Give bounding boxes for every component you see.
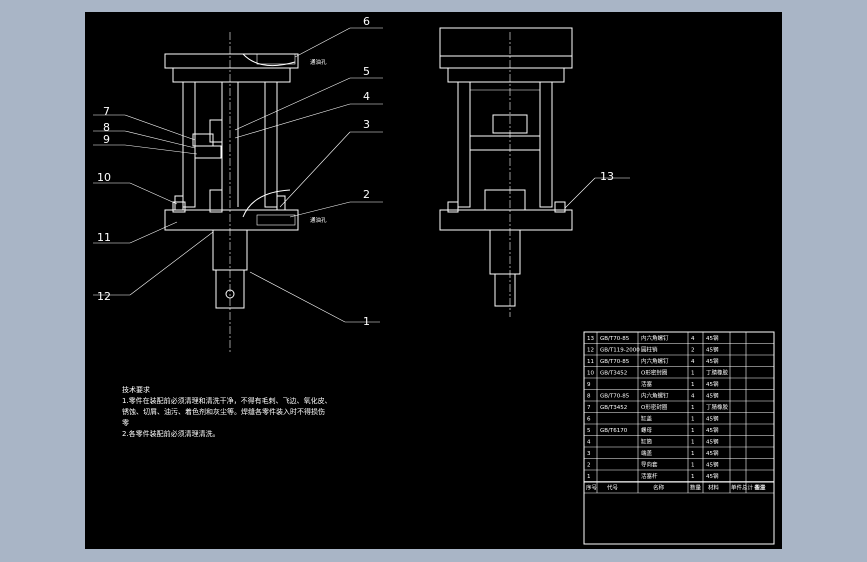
bom-cell-qty: 4: [691, 336, 695, 342]
bom-cell-material: 45钢: [706, 357, 719, 365]
bom-header-remark: 备注: [754, 484, 766, 492]
tech-req-line-1: 1.零件在装配前必须清理和清洗干净，不得有毛刺、飞边、氧化皮、: [122, 396, 332, 405]
oil-port-lower-label: 通油孔: [310, 216, 327, 224]
balloon-13: 13: [600, 170, 614, 183]
bom-header-no: 序号: [586, 484, 598, 492]
bom-cell-qty: 1: [691, 440, 695, 446]
tech-req-title: 技术要求: [122, 385, 150, 394]
bom-cell-material: 丁腈橡胶: [706, 369, 729, 377]
bom-cell-qty: 1: [691, 417, 695, 423]
bom-header-code: 代号: [607, 484, 619, 492]
bom-cell-name: 内六角螺钉: [641, 392, 669, 400]
bom-cell-material: 45钢: [706, 346, 719, 354]
bom-cell-qty: 1: [691, 382, 695, 388]
side-view: 13: [439, 27, 630, 317]
bom-cell-qty: 1: [691, 428, 695, 434]
balloon-8: 8: [103, 121, 110, 134]
balloon-7: 7: [103, 105, 110, 118]
bom-cell-name: 导向套: [641, 461, 658, 469]
bom-cell-no: 11: [587, 359, 594, 365]
bom-cell-material: 45钢: [706, 449, 719, 457]
bom-cell-qty: 1: [691, 474, 695, 480]
tech-req-line-4: 2.各零件装配前必须清理清洗。: [122, 429, 220, 438]
bom-cell-name: 内六角螺钉: [641, 334, 669, 342]
bom-cell-material: 45钢: [706, 438, 719, 446]
bom-cell-code: GB/T119-2000: [600, 348, 640, 354]
bom-header-weight: 单件总计 重量: [731, 484, 766, 492]
balloon-2: 2: [363, 188, 370, 201]
bom-cell-code: GB/T3452: [600, 405, 627, 411]
drawing-sheet: 通油孔 通油孔 6 5 4 3 2 1 7 8 9 10 11 12: [85, 12, 782, 549]
bom-cell-qty: 2: [691, 348, 695, 354]
bom-cell-name: 内六角螺钉: [641, 357, 669, 365]
balloon-1: 1: [363, 315, 370, 328]
bom-header-name: 名称: [653, 484, 665, 492]
bom-cell-name: 活塞杆: [641, 472, 658, 480]
bom-cell-material: 45钢: [706, 461, 719, 469]
bom-cell-no: 10: [587, 371, 594, 377]
bom-cell-name: 圆柱销: [641, 346, 658, 354]
bom-cell-no: 13: [587, 336, 594, 342]
bom-cell-qty: 4: [691, 394, 695, 400]
balloon-leaders-left: 6 5 4 3 2 1 7 8 9 10 11 12: [93, 15, 383, 328]
bom-cell-qty: 1: [691, 371, 695, 377]
bom-cell-code: GB/T70-85: [600, 336, 630, 342]
tech-req-line-2: 锈蚀、切屑、油污、着色剂和灰尘等。焊缝各零件装入时不得损伤: [122, 407, 325, 416]
assembly-drawing: 通油孔 通油孔 6 5 4 3 2 1 7 8 9 10 11 12: [93, 15, 775, 545]
bom-cell-material: 45钢: [706, 392, 719, 400]
bom-cell-name: 缸盖: [641, 415, 653, 423]
bom-cell-material: 45钢: [706, 472, 719, 480]
balloon-6: 6: [363, 15, 370, 28]
bom-cell-no: 3: [587, 451, 591, 457]
bom-cell-no: 2: [587, 463, 591, 469]
bom-cell-name: 活塞: [641, 380, 653, 388]
bom-cell-name: O形密封圈: [641, 403, 668, 411]
balloon-5: 5: [363, 65, 370, 78]
tech-req-line-3: 零: [122, 419, 129, 427]
balloon-11: 11: [97, 231, 111, 244]
bom-cell-no: 6: [587, 417, 591, 423]
bom-cell-qty: 1: [691, 463, 695, 469]
bom-cell-no: 9: [587, 382, 591, 388]
bom-cell-code: GB/T70-85: [600, 359, 630, 365]
bom-cell-name: 端盖: [641, 449, 653, 457]
balloon-3: 3: [363, 118, 370, 131]
balloon-9: 9: [103, 133, 110, 146]
balloon-4: 4: [363, 90, 370, 103]
bom-cell-material: 45钢: [706, 334, 719, 342]
bom-cell-name: 螺母: [641, 426, 653, 434]
bom-cell-qty: 4: [691, 359, 695, 365]
front-section-view: 通油孔 通油孔: [164, 32, 327, 352]
bom-cell-name: O形密封圈: [641, 369, 668, 377]
bom-cell-qty: 1: [691, 451, 695, 457]
bom-header-qty: 数量: [690, 484, 702, 492]
bom-cell-no: 7: [587, 405, 591, 411]
bom-cell-code: GB/T3452: [600, 371, 627, 377]
bom-cell-no: 4: [587, 440, 591, 446]
bom-cell-name: 缸筒: [641, 438, 653, 446]
bom-cell-material: 45钢: [706, 426, 719, 434]
balloon-12: 12: [97, 290, 111, 303]
bom-cell-material: 丁腈橡胶: [706, 403, 729, 411]
bom-cell-no: 5: [587, 428, 591, 434]
bom-cell-code: GB/T70-85: [600, 394, 630, 400]
bom-cell-material: 45钢: [706, 380, 719, 388]
bom-cell-no: 8: [587, 394, 591, 400]
bom-cell-no: 1: [587, 474, 591, 480]
oil-port-upper-label: 通油孔: [310, 58, 327, 66]
bom-cell-no: 12: [587, 348, 594, 354]
bom-cell-code: GB/T6170: [600, 428, 628, 434]
bom-header-material: 材料: [708, 484, 720, 492]
bom-cell-qty: 1: [691, 405, 695, 411]
balloon-10: 10: [97, 171, 111, 184]
bom-cell-material: 45钢: [706, 415, 719, 423]
technical-requirements: 技术要求 1.零件在装配前必须清理和清洗干净，不得有毛刺、飞边、氧化皮、 锈蚀、…: [122, 385, 332, 438]
